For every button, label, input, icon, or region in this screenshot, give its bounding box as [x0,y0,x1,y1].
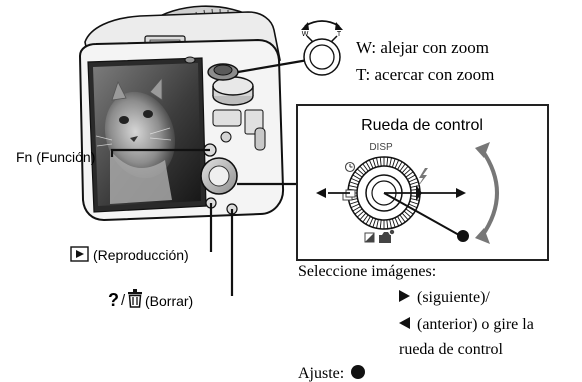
wheel-ridge [350,203,360,209]
mode-dial[interactable] [212,76,254,106]
next-label: (siguiente)/ [417,289,490,306]
wheel-ridge [408,203,418,209]
fn-label: Fn (Función) [16,149,95,165]
movie-button[interactable] [220,131,232,143]
zoom-lever-icon: W T [301,20,343,76]
wheel-ridge [359,212,367,221]
zoom-w-letter: W [302,31,309,38]
wheel-ridge [405,171,414,178]
prev-label: (anterior) o gire la [417,316,534,333]
next-triangle-icon [399,290,410,302]
wheel-ridge [349,200,359,205]
svg-text:/: / [121,292,126,309]
wheel-ridge [401,212,409,221]
wheel-ridge [372,218,377,228]
cat-photo [95,76,176,204]
setting-dot [351,365,365,379]
wheel-ridge [407,174,416,180]
wheel-ridge [354,208,363,215]
wheel-ridge [350,177,360,183]
exposure-compensation-icon [364,232,375,243]
wheel-ridge [352,206,361,212]
zoom-t-label: T: acercar con zoom [356,65,494,84]
wheel-ridge [410,185,420,188]
wheel-ridge [409,181,419,186]
help-icon: ? [108,290,119,310]
wheel-ridge [394,159,400,169]
control-wheel-panel: Rueda de control DISP [296,104,549,261]
wheel-ridge [389,157,392,167]
disp-label: DISP [369,142,393,153]
wheel-ridge [359,165,367,174]
wheel-ridge [356,168,365,176]
wheel-ridge [379,157,382,167]
wheel-ridge [405,208,414,215]
trash-icon [128,289,142,308]
flash-icon [417,168,428,188]
center-set-dot [457,230,469,242]
svg-text:?: ? [108,290,119,310]
wheel-ridge [368,159,374,169]
wheel-ridge [408,177,418,183]
wheel-ridge [362,163,369,172]
rotate-arrow [475,142,499,244]
wheel-ridge [349,181,359,186]
self-timer-icon [344,161,356,173]
zoom-t-letter: T [337,31,342,38]
wheel-ridge [397,216,403,225]
delete-label: (Borrar) [145,293,193,309]
camera-body [78,5,285,222]
left-arrow [316,188,326,198]
wheel-ridge [386,219,389,229]
wheel-ridge [409,200,419,205]
shutter-zoom-lever[interactable] [207,63,239,81]
setting-label: Ajuste: [298,365,344,382]
wheel-ridge [356,210,365,218]
wheel-ridge [379,219,382,229]
wheel-ridge [376,219,379,229]
wheel-ridge [352,174,361,180]
power-button[interactable] [184,56,196,64]
wheel-ridge [365,216,371,225]
wheel-ridge [391,218,396,228]
wheel-ridge [391,158,396,168]
prev-label-cont: rueda de control [399,341,504,358]
wheel-ridge [410,198,420,201]
wheel-ridge [399,163,406,172]
wheel-ridge [403,210,412,218]
wheel-ridge [368,217,374,227]
wheel-ridge [399,214,406,223]
wheel-ridge [397,161,403,170]
wheel-ridge [354,171,363,178]
wheel-ridge [401,165,409,174]
wheel-ridge [394,217,400,227]
playback-label: (Reproducción) [93,247,189,263]
wheel-ridge [362,214,369,223]
wheel-ridge [348,185,358,188]
leader-lines [110,58,309,296]
wheel-ridge [372,158,377,168]
prev-triangle-icon [399,317,410,329]
playback-icon [70,246,89,262]
wheel-ridge [403,168,412,176]
right-arrow [456,188,466,198]
wheel-ridge [376,157,379,167]
select-title: Seleccione imágenes: [298,263,436,280]
control-wheel-title: Rueda de control [361,117,483,134]
wheel-ridge [365,161,371,170]
zoom-w-label: W: alejar con zoom [356,38,489,57]
scene-selection-icon [379,229,395,243]
wheel-ridge [389,219,392,229]
camera-control-wheel[interactable] [200,157,238,195]
wheel-ridge [386,157,389,167]
